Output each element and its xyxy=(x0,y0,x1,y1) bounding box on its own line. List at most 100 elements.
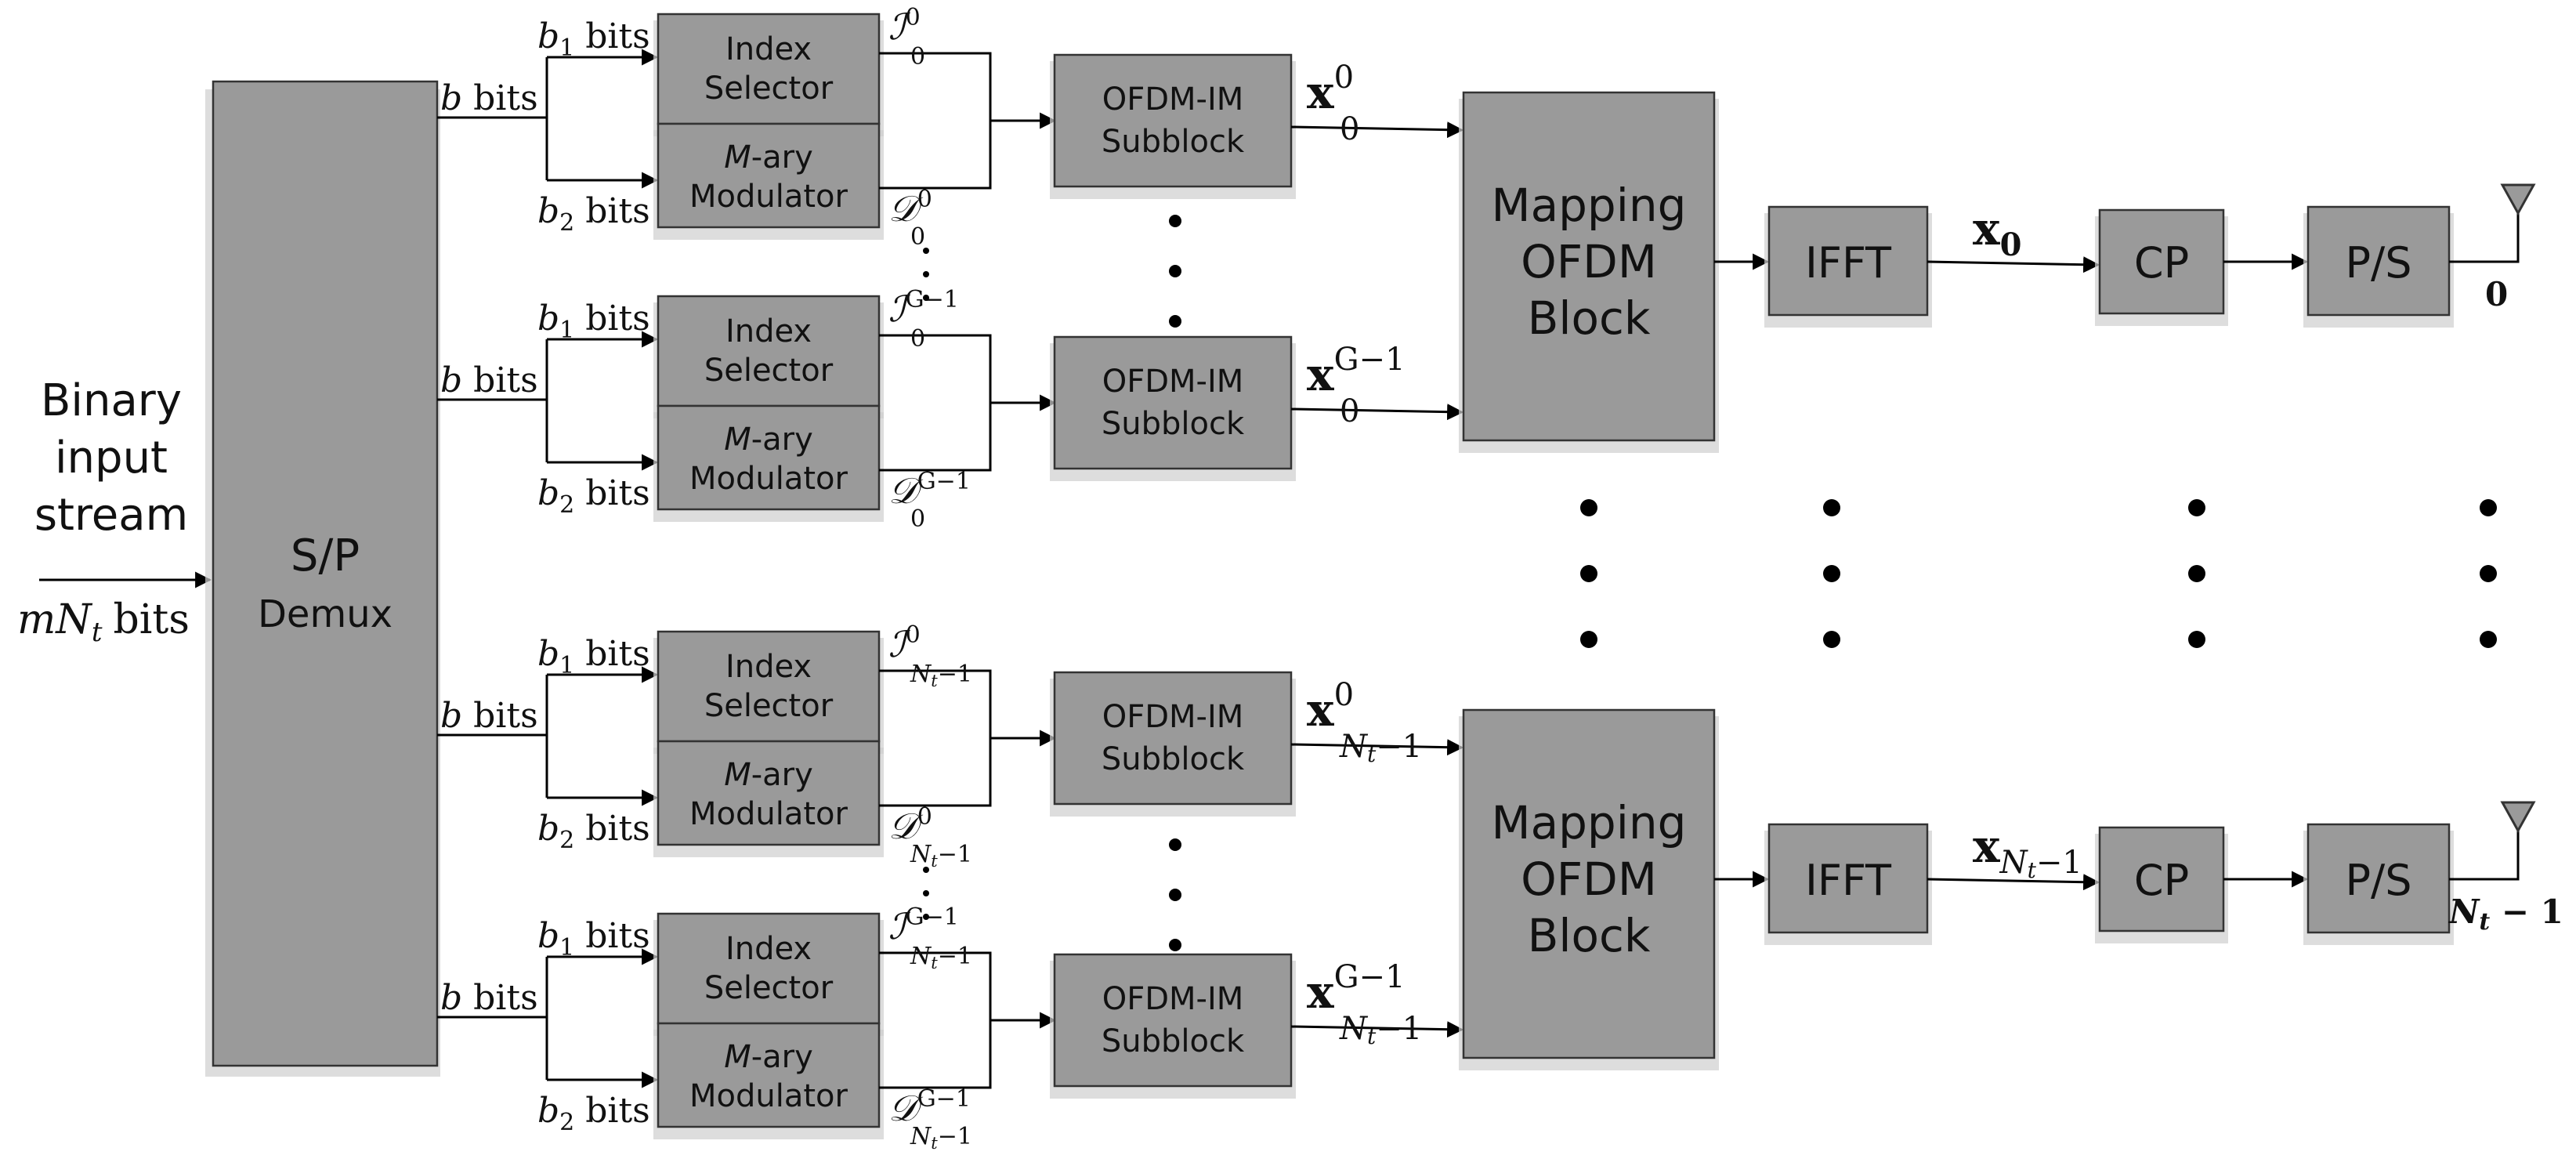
index-symbol-label: ℐ0 xyxy=(888,4,921,48)
ifft-output-label: xNt−1 xyxy=(1973,820,2082,883)
ellipsis-dot xyxy=(923,867,929,873)
b2-bits-label: b2 bits xyxy=(537,473,650,519)
antenna-label: 0 xyxy=(2485,275,2508,313)
index-selector-label: Index xyxy=(725,313,812,349)
b-bits-label: b bits xyxy=(440,360,538,400)
b1-bits-label: b1 bits xyxy=(537,916,650,961)
ifft-label: IFFT xyxy=(1805,856,1892,905)
subblock-label: Subblock xyxy=(1102,124,1245,160)
combine-line xyxy=(879,52,992,190)
modulator-label: Modulator xyxy=(689,1078,848,1114)
ifft-to-cp-arrow xyxy=(1927,256,2100,273)
antenna-feed xyxy=(2449,831,2520,881)
modulator-label: Modulator xyxy=(689,461,848,497)
combine-line xyxy=(879,669,992,807)
index-selector-label: Index xyxy=(725,31,812,67)
subblock-output-subscript: 0 xyxy=(1340,111,1359,147)
ps-block xyxy=(2306,205,2451,317)
combine-line xyxy=(879,951,992,1089)
b2-bits-label: b2 bits xyxy=(537,1091,650,1136)
antenna-label: Nt − 1 xyxy=(2448,893,2563,936)
mapping-label: OFDM xyxy=(1521,235,1657,288)
modulator-label: M-ary xyxy=(724,422,813,458)
index-symbol-subscript: 0 xyxy=(910,325,925,353)
ellipsis-dot xyxy=(923,914,929,920)
subblock-label: Subblock xyxy=(1102,741,1245,777)
ellipsis-dot xyxy=(1169,315,1181,328)
subblock-label: OFDM-IM xyxy=(1102,81,1244,118)
mapping-label: Mapping xyxy=(1492,179,1687,232)
mapping-label: Block xyxy=(1528,909,1651,962)
b1-bits-label: b1 bits xyxy=(537,16,650,62)
index-selector-label: Selector xyxy=(704,71,834,107)
cp-label: CP xyxy=(2134,856,2189,905)
input-line-3: stream xyxy=(34,490,188,541)
sp-demux-block xyxy=(212,80,439,1067)
chain-ellipsis xyxy=(1580,499,2497,648)
combine-line xyxy=(879,334,992,472)
index-symbol-label: ℐG−1 xyxy=(888,903,959,947)
subblock-output-label: x0 xyxy=(1307,60,1354,119)
data-symbol-label: 𝒟G−1 xyxy=(888,468,971,512)
ifft-to-cp-arrow xyxy=(1927,874,2100,891)
sp-demux-label: S/P xyxy=(291,530,360,581)
subblock-output-arrow xyxy=(1290,404,1464,421)
subblock-output-arrow xyxy=(1290,121,1464,139)
ofdm-im-subblock xyxy=(1053,335,1293,470)
ellipsis-dot xyxy=(1169,215,1181,227)
subblock-output-label: xG−1 xyxy=(1307,342,1406,401)
data-symbol-subscript: 0 xyxy=(910,505,925,533)
subblock-output-subscript: 0 xyxy=(1340,393,1359,429)
subblock-label: Subblock xyxy=(1102,406,1245,442)
subblock-output-label: xG−1 xyxy=(1307,959,1406,1019)
ellipsis-dot xyxy=(923,295,929,301)
subblock-label: OFDM-IM xyxy=(1102,699,1244,735)
sp-demux-sublabel: Demux xyxy=(258,592,393,636)
subblock-label: Subblock xyxy=(1102,1023,1245,1059)
subblock-output-arrow xyxy=(1290,1021,1464,1038)
mapping-block xyxy=(1462,708,1716,1059)
subblock-label: OFDM-IM xyxy=(1102,364,1244,400)
subblock-output-subscript: Nt−1 xyxy=(1339,1011,1422,1049)
ps-label: P/S xyxy=(2345,238,2411,288)
input-label: Binary input stream xyxy=(34,375,188,541)
b1-bits-label: b1 bits xyxy=(537,634,650,679)
ofdm-im-subblock xyxy=(1053,53,1293,188)
index-selector-label: Selector xyxy=(704,353,834,389)
modulator-label: Modulator xyxy=(689,796,848,832)
ifft-output-label: x0 xyxy=(1973,202,2021,263)
index-selector-block xyxy=(657,13,881,125)
index-symbol-label: ℐG−1 xyxy=(888,286,959,330)
modulator-block xyxy=(657,404,881,511)
index-symbol-label: ℐ0 xyxy=(888,621,921,665)
index-selector-label: Index xyxy=(725,931,812,967)
index-selector-label: Selector xyxy=(704,688,834,724)
data-symbol-label: 𝒟0 xyxy=(888,803,932,847)
modulator-label: Modulator xyxy=(689,179,848,215)
index-symbol-subscript: Nt−1 xyxy=(910,943,972,972)
modulator-block xyxy=(657,1022,881,1128)
mapping-label: OFDM xyxy=(1521,853,1657,906)
modulator-label: M-ary xyxy=(724,757,813,793)
ifft-label: IFFT xyxy=(1805,238,1892,288)
b1-bits-label: b1 bits xyxy=(537,299,650,344)
antenna-icon xyxy=(2500,183,2536,216)
index-selector-block xyxy=(657,912,881,1025)
ellipsis-dot xyxy=(1169,889,1181,901)
ellipsis-dot xyxy=(1169,265,1181,277)
ifft-block xyxy=(1767,823,1929,934)
index-selector-label: Index xyxy=(725,649,812,685)
ofdm-im-subblock xyxy=(1053,953,1293,1088)
antenna-icon xyxy=(2500,801,2536,834)
antenna-feed xyxy=(2449,213,2520,263)
input-line-2: input xyxy=(55,433,168,483)
mapping-block xyxy=(1462,91,1716,442)
ellipsis-dot xyxy=(923,890,929,896)
b-bits-label: b bits xyxy=(440,978,538,1018)
